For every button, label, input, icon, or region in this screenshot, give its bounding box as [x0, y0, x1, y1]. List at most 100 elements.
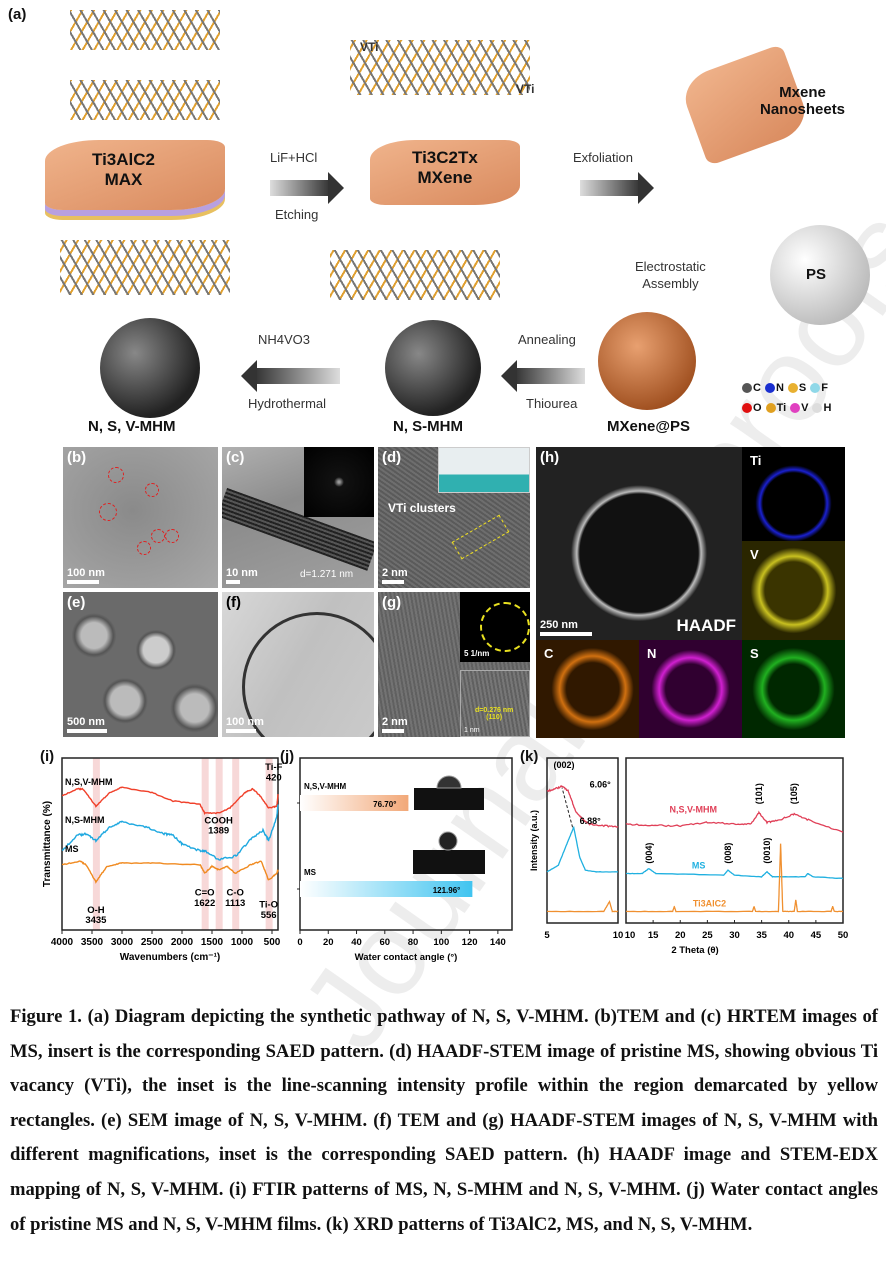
- figure-caption: Figure 1. (a) Diagram depicting the synt…: [10, 1006, 878, 1235]
- x-tick-label: 0: [297, 937, 302, 948]
- panel-label-h: (h): [540, 449, 560, 466]
- plot-frame-j: [299, 757, 513, 931]
- map-label-c: C: [544, 646, 554, 661]
- mxene-ps-sphere: [598, 312, 696, 410]
- scale-bar-e: 500 nm: [67, 716, 107, 733]
- annealing-arrow: [501, 360, 585, 392]
- atom-dot-icon: [742, 403, 752, 414]
- scale-text: 2 nm: [382, 716, 408, 728]
- mxene-sheets: [370, 140, 520, 205]
- legend-item-c: C: [742, 382, 761, 394]
- panel-label-j: (j): [280, 748, 295, 765]
- highlight-band: [232, 758, 240, 930]
- series-line-N,S,V-MHM: [61, 786, 279, 816]
- x-tick-label: 35: [756, 930, 767, 941]
- electrostatic-text-2: Assembly: [642, 276, 699, 291]
- panel-c-hrtem: (c) d=1.271 nm 10 nm: [222, 447, 374, 588]
- category-label: N,S,V-MHM: [304, 782, 347, 791]
- annotation: 6.06°: [590, 780, 612, 790]
- scale-bar-f: 100 nm: [226, 716, 264, 733]
- x-tick-label: 3500: [81, 937, 104, 948]
- x-tick-label: 30: [729, 930, 740, 941]
- series-right-Ti3AlC2: [625, 843, 844, 913]
- scale-text: 100 nm: [226, 716, 264, 728]
- ns-lattice: [330, 250, 500, 300]
- scale-bar-d: 2 nm: [382, 567, 408, 584]
- highlight-band: [265, 758, 273, 930]
- legend-label: N: [775, 382, 784, 394]
- atom-dot-icon: [787, 383, 798, 394]
- map-n: N: [639, 640, 742, 738]
- annotation: Ti-O: [259, 900, 278, 911]
- electrostatic-text-1: Electrostatic: [635, 259, 706, 274]
- etch-reagent: LiF+HCl: [270, 150, 318, 165]
- annotation: 420: [266, 772, 282, 783]
- max-lattice-top: [70, 10, 220, 50]
- panel-label-f: (f): [226, 594, 241, 611]
- thiourea-label: Thiourea: [526, 396, 578, 411]
- panel-label-c: (c): [226, 449, 245, 466]
- nh4vo3-label: NH4VO3: [258, 332, 311, 347]
- shift-arrow: [561, 787, 574, 828]
- x-tick-label: 20: [323, 937, 334, 948]
- series-label: MS: [692, 861, 706, 871]
- x-tick-label: 2000: [171, 937, 194, 948]
- y-axis-label: Transmittance (%): [42, 801, 53, 887]
- annotation: 3435: [85, 915, 107, 926]
- legend-label: F: [821, 382, 828, 394]
- annotation: (002): [554, 760, 575, 770]
- legend-label: O: [753, 402, 762, 414]
- annotation: O-H: [87, 905, 105, 916]
- x-tick-label: 40: [783, 930, 794, 941]
- panel-g-haadf: 5 1/nm d=0.276 nm(110) 1 nm (g) 2 nm: [378, 592, 530, 737]
- bar-N,S,V-MHM: [300, 795, 409, 811]
- annotation: 1389: [208, 826, 229, 837]
- panel-label-e: (e): [67, 594, 86, 611]
- series-right-N,S,V-MHM: [625, 810, 844, 833]
- x-tick-label: 40: [351, 937, 362, 948]
- x-tick-label: 15: [648, 930, 659, 941]
- map-v: V: [742, 541, 845, 640]
- nsv-mhm-label: N, S, V-MHM: [88, 418, 176, 435]
- legend-label: H: [823, 402, 832, 414]
- exfoliation-label: Exfoliation: [573, 150, 633, 165]
- panel-e-sem: (e) 500 nm: [63, 592, 218, 737]
- series-line-N,S-MHM: [61, 804, 279, 861]
- series-label: N,S,V-MHM: [65, 777, 113, 787]
- map-label-s: S: [750, 646, 759, 661]
- map-label-v: V: [750, 547, 759, 562]
- x-tick-label: 120: [462, 937, 478, 948]
- droplet-nsv: [436, 775, 462, 789]
- panel-label-g: (g): [382, 594, 402, 611]
- map-label-ti: Ti: [750, 453, 762, 468]
- lattice-inset: d=0.276 nm(110) 1 nm: [460, 670, 530, 737]
- map-label-n: N: [647, 646, 657, 661]
- x-axis-label: Water contact angle (°): [355, 952, 458, 963]
- category-label: MS: [304, 868, 317, 877]
- legend-label: S: [798, 382, 807, 394]
- d-spacing-g: d=0.276 nm: [475, 707, 514, 714]
- annotation: 6.88°: [580, 816, 602, 826]
- series-left-Ti3AlC2: [546, 900, 619, 913]
- panel-d-haadf: (d) VTi clusters 2 nm: [378, 447, 530, 588]
- mxene-text: MXene: [417, 168, 473, 187]
- inset-scale: 5 1/nm: [464, 649, 490, 658]
- highlight-band: [215, 758, 223, 930]
- droplet-image-nsv: [414, 788, 484, 810]
- annotation: 1622: [194, 898, 215, 909]
- series-label: MS: [65, 844, 79, 854]
- vti-label-1: VTi: [360, 40, 379, 54]
- atom-dot-icon: [742, 383, 752, 394]
- scale-text: 10 nm: [226, 567, 258, 579]
- map-ti: Ti: [742, 447, 845, 541]
- scale-text: 2 nm: [382, 567, 408, 579]
- series-label: N,S,V-MHM: [669, 804, 717, 814]
- legend-item-h: H: [812, 402, 831, 414]
- max-sheets: [45, 140, 225, 210]
- annotation: C=O: [195, 888, 215, 899]
- series-line-MS: [62, 860, 279, 884]
- atom-dot-icon: [812, 403, 823, 414]
- haadf-label: HAADF: [676, 616, 737, 635]
